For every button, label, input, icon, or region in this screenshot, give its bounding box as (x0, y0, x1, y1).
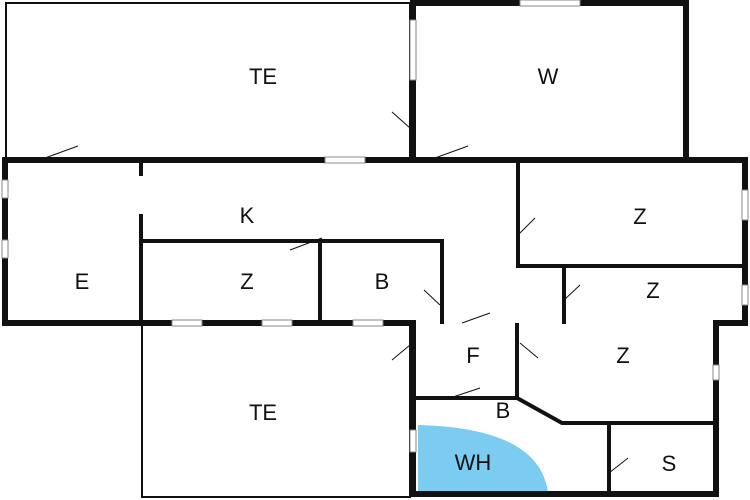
room-label-room-e: Z (646, 278, 659, 303)
room-label-kitchen: K (240, 203, 255, 228)
whirlpool-fixture (418, 425, 548, 493)
doors (44, 111, 629, 474)
room-label-entry: E (75, 269, 90, 294)
room-label-room-ne: Z (633, 204, 646, 229)
room-label-f: F (466, 343, 479, 368)
windows (1, 0, 749, 453)
room-label-living: W (538, 64, 559, 89)
room-label-terrace-bottom: TE (249, 400, 277, 425)
room-label-room-w: Z (240, 269, 253, 294)
interior-walls (139, 160, 747, 496)
room-label-s: S (662, 451, 677, 476)
room-label-bath-n: B (375, 269, 390, 294)
terrace-top-outline (5, 2, 411, 159)
room-label-room-se: Z (616, 343, 629, 368)
room-label-whirlpool: WH (455, 450, 492, 475)
room-label-terrace-top: TE (249, 64, 277, 89)
room-label-bath-s: B (496, 398, 511, 423)
